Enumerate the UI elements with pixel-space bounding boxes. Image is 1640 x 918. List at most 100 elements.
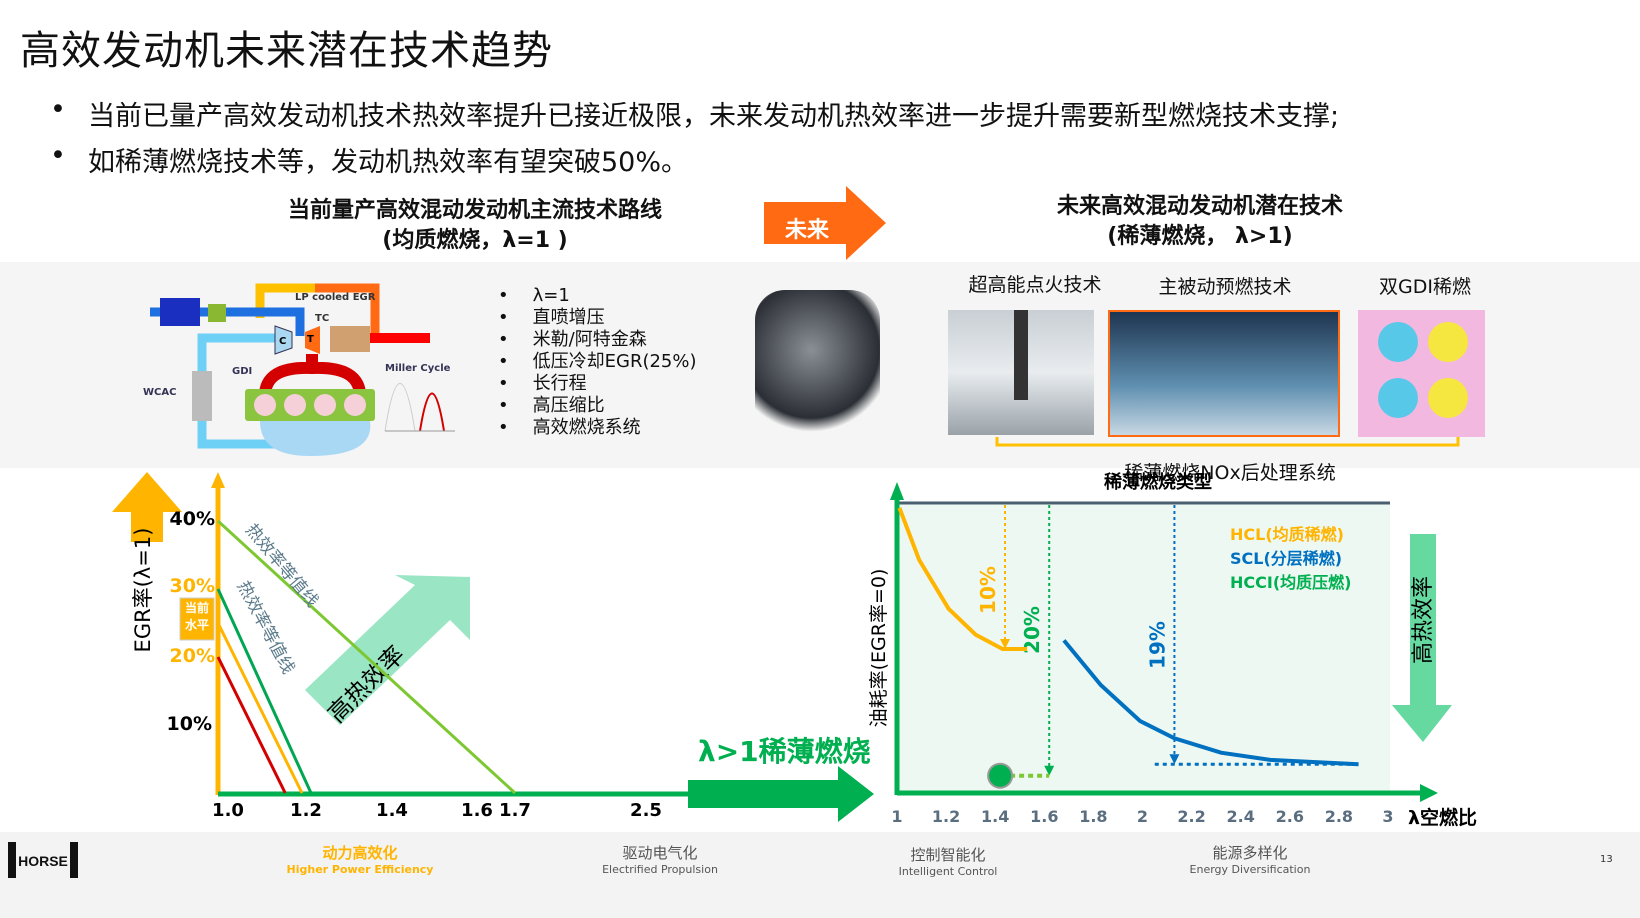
x-tick: 2.8 bbox=[1325, 807, 1353, 826]
series-1 bbox=[1062, 639, 1359, 767]
bullet-text: 如稀薄燃烧技术等，发动机热效率有望突破50%。 bbox=[88, 147, 689, 178]
gdi-label: GDI bbox=[232, 366, 252, 377]
iso-line-label: 热效率等值线 bbox=[233, 578, 299, 677]
x-tick: 1.4 bbox=[376, 800, 408, 821]
legend-hcci: HCCI(均质压燃) bbox=[1230, 573, 1351, 592]
x-tick: 1.7 bbox=[499, 800, 531, 821]
future-subtitle: (稀薄燃烧， λ>1) bbox=[1107, 224, 1293, 249]
up-arrow-icon bbox=[112, 472, 182, 542]
x-tick: 2.6 bbox=[1276, 807, 1304, 826]
tech-dual-gdi-label: 双GDI稀燃 bbox=[1379, 276, 1471, 298]
egr-label: LP cooled EGR bbox=[295, 292, 376, 303]
wcac-label: WCAC bbox=[143, 387, 176, 398]
nav-label: 能源多样化 bbox=[1212, 844, 1288, 862]
feature-item: 长行程 bbox=[532, 373, 587, 394]
chart-title: 稀薄燃烧类型 bbox=[1104, 471, 1212, 493]
x-tick: 1.2 bbox=[932, 807, 960, 826]
aftertreatment-label: 稀薄燃烧NOx后处理系统 bbox=[1124, 462, 1336, 484]
nav-label: 控制智能化 bbox=[910, 846, 986, 864]
iso-line-iso-25 bbox=[216, 622, 304, 794]
y-tick: 40% bbox=[170, 508, 215, 530]
high-efficiency-label: 高热效率 bbox=[1411, 576, 1436, 664]
current-subtitle: (均质燃烧，λ=1 ) bbox=[382, 228, 568, 253]
legend-hcl: HCL(均质稀燃) bbox=[1230, 525, 1344, 544]
nav-sublabel: Higher Power Efficiency bbox=[286, 863, 434, 876]
y-axis-label: EGR率(λ=1) bbox=[131, 528, 155, 653]
nav-label: 动力高效化 bbox=[322, 844, 398, 862]
tc-label: TC bbox=[315, 313, 329, 324]
page-number: 13 bbox=[1600, 854, 1613, 865]
feature-item: λ=1 bbox=[532, 285, 570, 306]
x-tick: 1.8 bbox=[1079, 807, 1107, 826]
legend-scl: SCL(分层稀燃) bbox=[1230, 549, 1342, 568]
x-tick: 2.2 bbox=[1177, 807, 1205, 826]
tech-prechamber-label: 主被动预燃技术 bbox=[1158, 276, 1292, 298]
y-tick: 30% bbox=[170, 575, 215, 597]
compressor-label: C bbox=[279, 336, 286, 347]
nav-label: 驱动电气化 bbox=[622, 844, 698, 862]
prechamber-image bbox=[1108, 310, 1340, 437]
annotation-label: 10% bbox=[976, 566, 1000, 614]
egr-chart: 高热效率 EGR率(λ=1) 40% 30% 20% 10% 当前水平 热效率等… bbox=[112, 472, 690, 821]
iso-line-iso-30 bbox=[216, 588, 313, 794]
x-tick: 2.5 bbox=[630, 800, 662, 821]
plot-area bbox=[897, 503, 1390, 793]
x-tick: 2.4 bbox=[1227, 807, 1255, 826]
down-arrow-icon bbox=[1392, 534, 1452, 742]
engine-system-diagram: LP cooled EGR TC C T GDI WCAC Miller Cyc… bbox=[143, 283, 455, 456]
x-tick: 1.6 bbox=[1030, 807, 1058, 826]
nav-sublabel: Energy Diversification bbox=[1189, 863, 1311, 876]
y-axis-label: 油耗率(EGR率=0) bbox=[868, 569, 890, 728]
annotation-label: 20% bbox=[1020, 606, 1044, 654]
x-tick: 1.4 bbox=[981, 807, 1009, 826]
nav-sublabel: Electrified Propulsion bbox=[602, 863, 718, 876]
current-title: 当前量产高效混动发动机主流技术路线 bbox=[287, 198, 662, 223]
current-features-list: •λ=1 •直喷增压 •米勒/阿特金森 •低压冷却EGR(25%) •长行程 •… bbox=[498, 285, 697, 438]
annotation-label: 19% bbox=[1145, 621, 1169, 669]
iso-line-iso-20 bbox=[216, 656, 287, 794]
bullet-text: 当前已量产高效发动机技术热效率提升已接近极限，未来发动机热效率进一步提升需要新型… bbox=[88, 101, 1340, 132]
x-axis-label: λ空燃比 bbox=[1408, 806, 1477, 829]
current-level-label: 当前水平 bbox=[184, 601, 209, 632]
y-tick: 10% bbox=[167, 713, 212, 735]
series-0 bbox=[897, 507, 1028, 651]
nav-sublabel: Intelligent Control bbox=[898, 865, 998, 878]
bullet-2: •如稀薄燃烧技术等，发动机热效率有望突破50%。 bbox=[50, 140, 689, 178]
aftertreatment-bracket bbox=[995, 437, 1460, 447]
feature-item: 米勒/阿特金森 bbox=[532, 329, 647, 350]
x-tick: 1.2 bbox=[290, 800, 322, 821]
x-tick: 3 bbox=[1382, 807, 1393, 826]
feature-item: 直喷增压 bbox=[532, 307, 605, 328]
turbine-label: T bbox=[307, 334, 314, 345]
feature-item: 高效燃烧系统 bbox=[532, 417, 641, 438]
iso-line-iso-40 bbox=[216, 519, 517, 795]
feature-item: 低压冷却EGR(25%) bbox=[532, 351, 697, 372]
page-title: 高效发动机未来潜在技术趋势 bbox=[20, 28, 553, 74]
horse-logo: HORSE bbox=[8, 842, 78, 878]
fuel-consumption-chart: 稀薄燃烧类型 油耗率(EGR率=0) 10% 20% 19% 1 1.2 1.4 1.6 1… bbox=[868, 471, 1477, 829]
lean-burn-arrow-icon bbox=[688, 766, 874, 822]
current-route-heading: 当前量产高效混动发动机主流技术路线 (均质燃烧，λ=1 ) bbox=[240, 196, 710, 256]
y-tick: 20% bbox=[170, 645, 215, 667]
current-level-badge bbox=[179, 597, 215, 641]
ignition-image bbox=[948, 310, 1094, 435]
future-arrow-icon bbox=[764, 186, 886, 260]
feature-item: 高压缩比 bbox=[532, 395, 605, 416]
future-heading: 未来高效混动发动机潜在技术 (稀薄燃烧， λ>1) bbox=[980, 192, 1420, 252]
miller-label: Miller Cycle bbox=[385, 363, 451, 374]
x-tick: 1 bbox=[891, 807, 902, 826]
engine-photo bbox=[755, 290, 880, 440]
lean-burn-label: λ>1稀薄燃烧 bbox=[698, 735, 871, 768]
footer bbox=[0, 832, 1640, 918]
svg-text:HORSE: HORSE bbox=[18, 853, 68, 869]
future-arrow-label: 未来 bbox=[784, 218, 829, 243]
dual-gdi-image bbox=[1358, 310, 1485, 437]
x-tick: 1.0 bbox=[212, 800, 244, 821]
hcci-point bbox=[987, 762, 1014, 789]
future-title: 未来高效混动发动机潜在技术 bbox=[1056, 194, 1343, 219]
x-tick: 2 bbox=[1137, 807, 1148, 826]
